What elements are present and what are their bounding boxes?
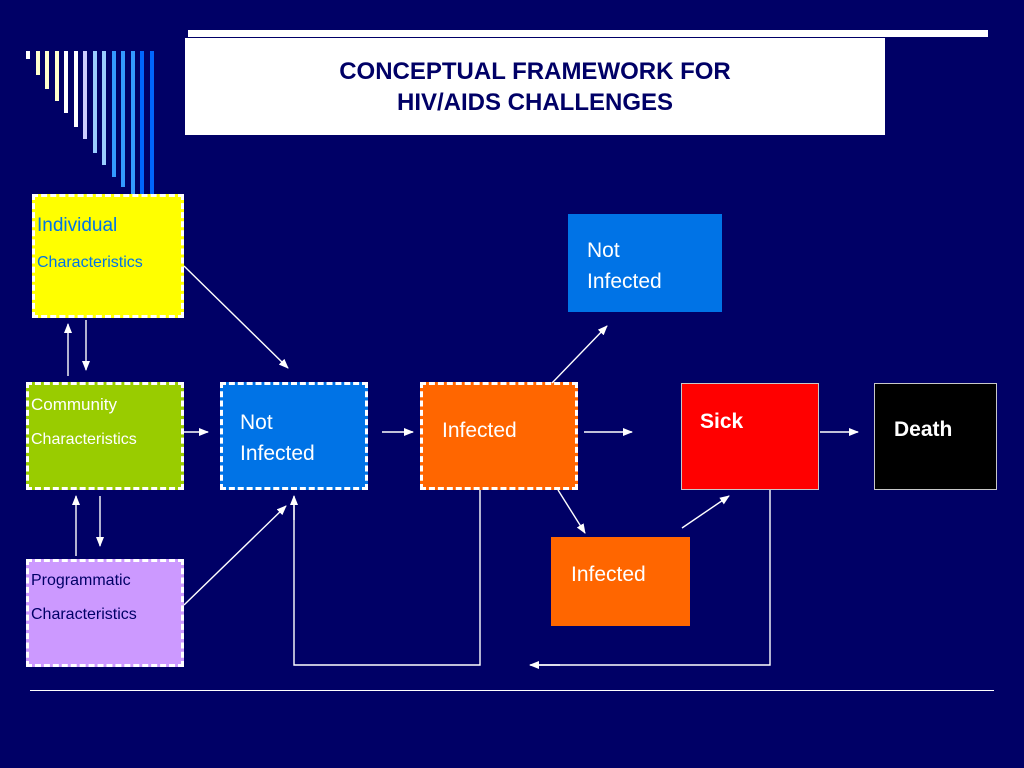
arrow-individual-to-not-infected xyxy=(183,265,289,369)
infected-outcome-box: Infected xyxy=(551,537,690,626)
programmatic-characteristics-label: Characteristics xyxy=(31,606,137,623)
sick-label: Sick xyxy=(700,410,744,433)
decorative-stripe xyxy=(64,51,68,113)
decorative-stripe xyxy=(130,51,135,199)
programmatic-characteristics-box: Programmatic Characteristics xyxy=(26,559,184,667)
feedback-line-sick xyxy=(531,490,771,666)
title-box: CONCEPTUAL FRAMEWORK FOR HIV/AIDS CHALLE… xyxy=(185,38,885,135)
not-infected-line1: Not xyxy=(240,411,273,434)
slide-title: CONCEPTUAL FRAMEWORK FOR HIV/AIDS CHALLE… xyxy=(339,58,731,116)
decorative-stripe xyxy=(140,51,144,201)
arrow-infected-to-infected-outcome xyxy=(557,489,586,534)
sick-box: Sick xyxy=(681,383,819,490)
decorative-stripe xyxy=(149,51,154,201)
infected-box: Infected xyxy=(420,382,578,490)
not-infected-outcome-line1: Not xyxy=(587,239,620,262)
arrow-programmatic-to-not-infected xyxy=(183,505,287,606)
infected-label: Infected xyxy=(442,419,517,442)
not-infected-line2: Infected xyxy=(240,442,315,465)
not-infected-outcome-box: Not Infected xyxy=(568,214,722,312)
decorative-stripe xyxy=(111,51,116,177)
top-bar xyxy=(188,30,988,37)
decorative-stripe xyxy=(83,51,87,139)
not-infected-outcome-line2: Infected xyxy=(587,270,662,293)
decorative-stripe xyxy=(35,51,40,75)
not-infected-box: Not Infected xyxy=(220,382,368,490)
death-box: Death xyxy=(874,383,997,490)
decorative-stripe xyxy=(26,51,30,59)
community-characteristics-label: Characteristics xyxy=(31,431,137,448)
programmatic-label: Programmatic xyxy=(31,572,131,589)
arrow-infected-outcome-to-sick xyxy=(681,495,730,529)
decorative-stripe xyxy=(73,51,78,127)
individual-characteristics-box: Individual Characteristics xyxy=(32,194,184,318)
infected-outcome-label: Infected xyxy=(571,563,646,586)
feedback-line-infected xyxy=(293,490,481,666)
decorative-stripe xyxy=(121,51,125,187)
community-characteristics-box: Community Characteristics xyxy=(26,382,184,490)
decorative-stripe xyxy=(45,51,49,89)
decorative-stripe xyxy=(102,51,106,165)
decorative-stripe xyxy=(92,51,97,153)
individual-characteristics-label: Characteristics xyxy=(37,254,143,271)
individual-label: Individual xyxy=(37,215,118,236)
community-label: Community xyxy=(31,395,117,414)
arrow-infected-to-not-infected-outcome xyxy=(551,325,608,384)
decorative-stripe xyxy=(54,51,59,101)
bottom-divider xyxy=(30,690,994,691)
death-label: Death xyxy=(894,418,953,441)
